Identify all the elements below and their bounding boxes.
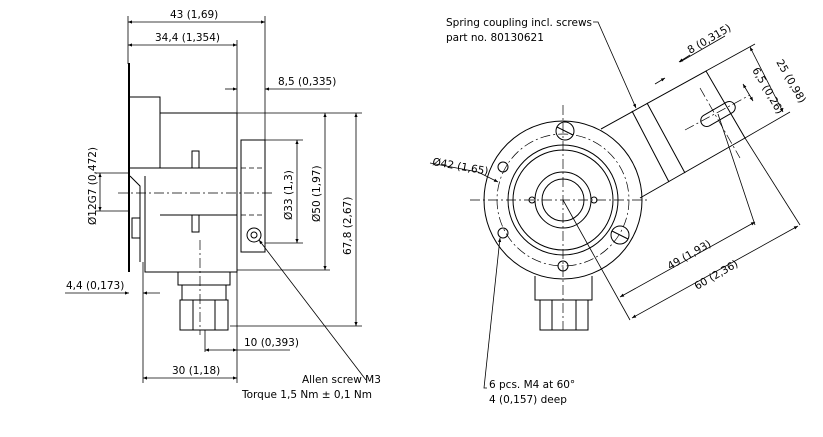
allen-screw-label: Allen screw M3 — [302, 374, 381, 386]
dim-body-length: 34,4 (1,354) — [155, 32, 220, 44]
holes-label: 6 pcs. M4 at 60° — [489, 379, 575, 391]
dim-clamp-diameter: Ø33 (1,3) — [283, 170, 295, 220]
slot-icon — [700, 101, 736, 127]
front-view: Spring coupling incl. screws part no. 80… — [429, 17, 808, 406]
dim-slot-radius: 49 (1,93) — [666, 238, 714, 273]
dim-overall-height: 67,8 (2,67) — [342, 197, 354, 255]
dim-shaft-bore: Ø12G7 (0,472) — [87, 147, 99, 225]
dim-slot-width: 8 (0,315) — [686, 22, 734, 57]
dim-clamp-width: 8,5 (0,335) — [278, 76, 336, 88]
dim-gland-offset: 10 (0,393) — [244, 337, 299, 349]
holes-depth-label: 4 (0,157) deep — [489, 394, 567, 406]
dim-flange-offset: 4,4 (0,173) — [66, 280, 124, 292]
part-number-label: part no. 80130621 — [446, 32, 544, 44]
allen-screw-icon — [246, 227, 262, 243]
torque-label: Torque 1,5 Nm ± 0,1 Nm — [241, 389, 372, 401]
dim-body-diameter: Ø50 (1,97) — [311, 165, 323, 222]
coupling-label: Spring coupling incl. screws — [446, 17, 592, 29]
side-view: 43 (1,69) 34,4 (1,354) 8,5 (0,335) Ø33 (… — [65, 9, 381, 401]
coupling-screw-icon — [555, 121, 630, 245]
dim-bolt-circle: Ø42 (1,65) — [431, 156, 489, 178]
dim-arm-length: 60 (2,36) — [693, 258, 741, 293]
dim-overall-length: 43 (1,69) — [170, 9, 218, 21]
dim-gland-position: 30 (1,18) — [172, 365, 220, 377]
mounting-hole-icon — [497, 161, 569, 272]
